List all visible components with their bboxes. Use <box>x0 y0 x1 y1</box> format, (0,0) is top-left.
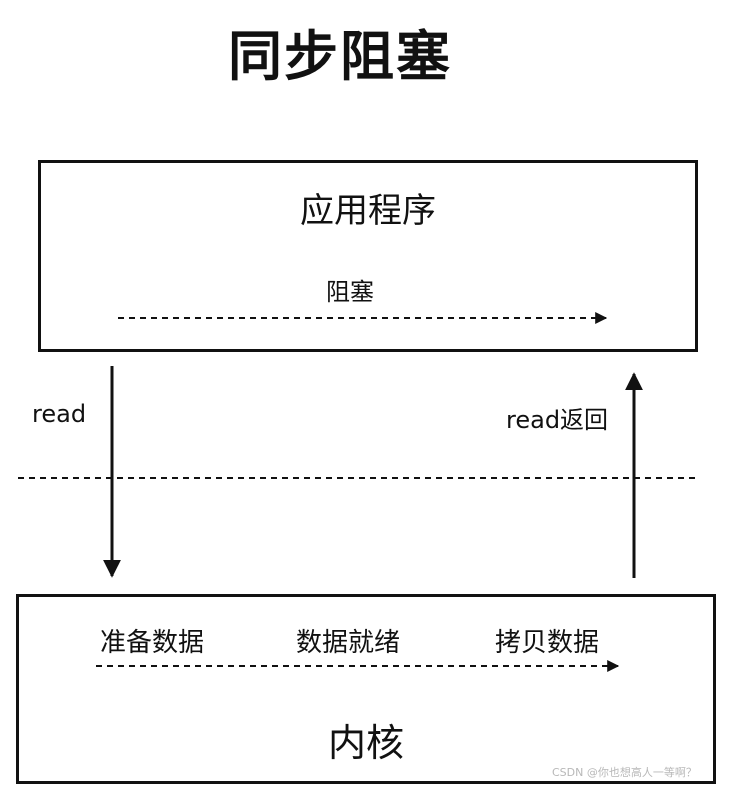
stage-data-ready: 数据就绪 <box>296 628 401 658</box>
watermark: CSDN @你也想高人一等啊？ <box>552 766 697 779</box>
blocking-label: 阻塞 <box>326 278 374 306</box>
application-label: 应用程序 <box>300 191 436 231</box>
application-box <box>38 160 698 352</box>
kernel-label: 内核 <box>327 721 404 765</box>
diagram-title: 同步阻塞 <box>228 25 452 88</box>
read-return-label: read返回 <box>506 406 609 434</box>
read-call-label: read <box>32 400 87 428</box>
stage-prepare-data: 准备数据 <box>100 628 205 658</box>
stage-copy-data: 拷贝数据 <box>495 628 600 658</box>
kernel-box <box>16 594 716 784</box>
